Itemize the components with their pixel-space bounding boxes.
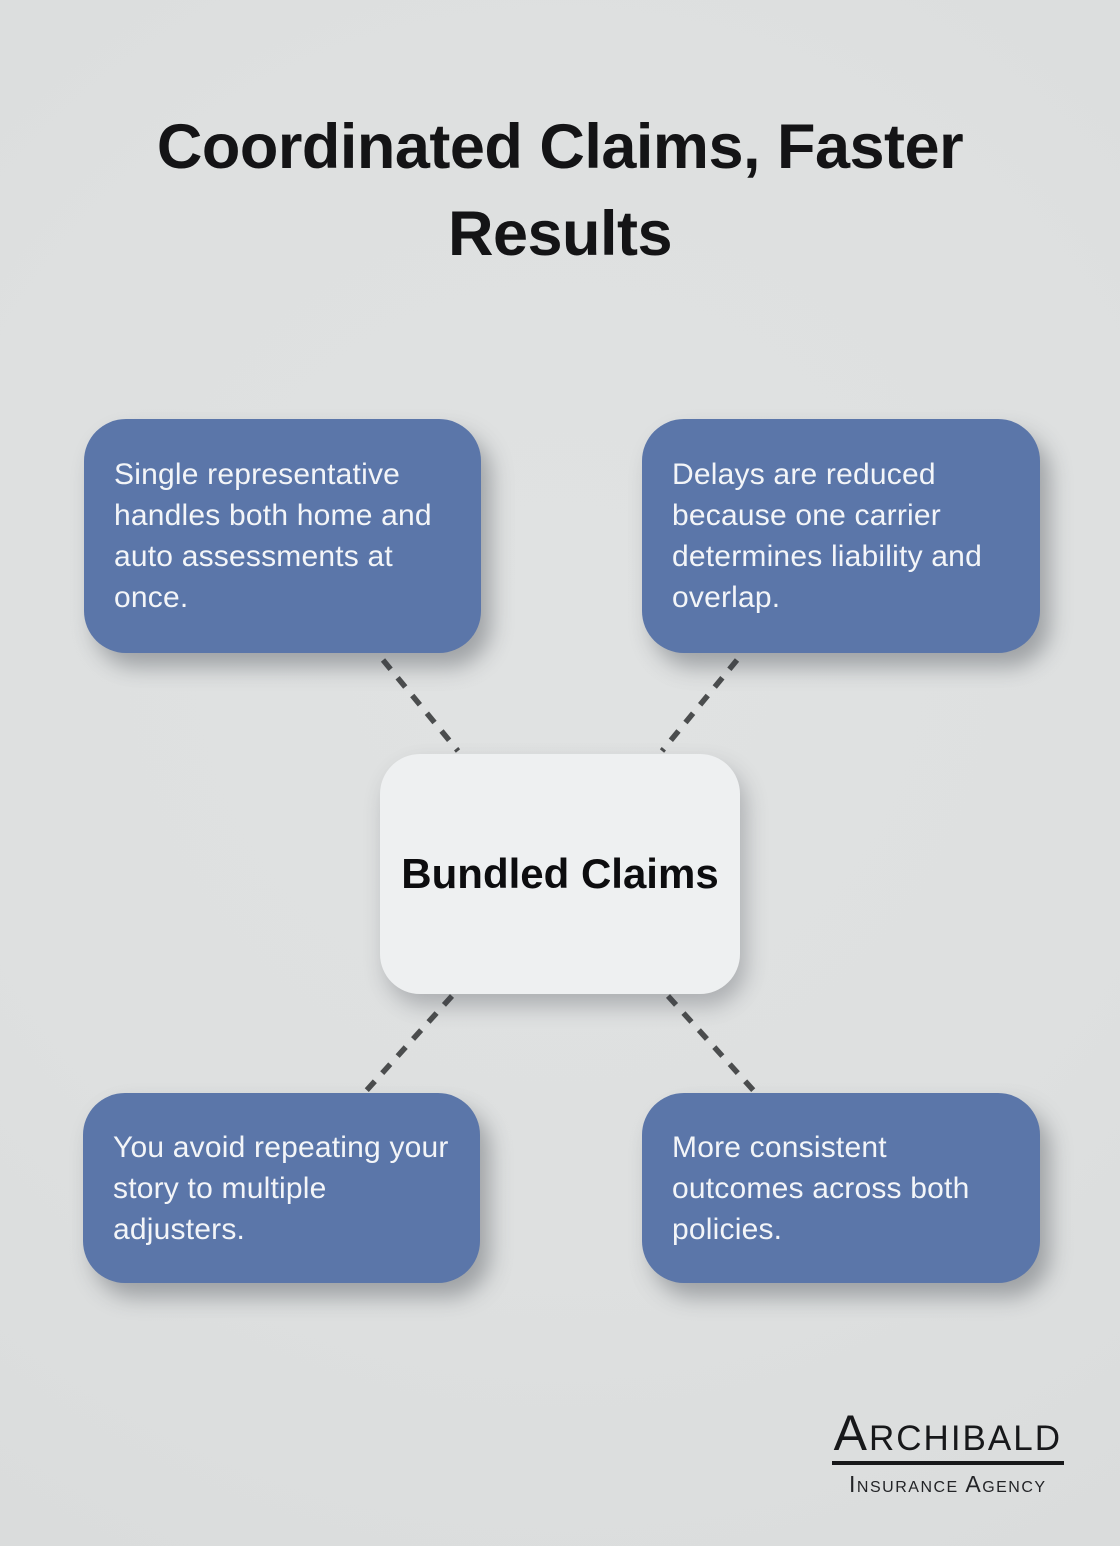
connector-line-top-right <box>659 658 740 753</box>
card-bottom-left-text: You avoid repeating your story to multip… <box>113 1130 449 1246</box>
card-top-left: Single representative handles both home … <box>84 419 481 653</box>
card-top-left-text: Single representative handles both home … <box>114 458 432 614</box>
card-bottom-left: You avoid repeating your story to multip… <box>83 1093 480 1283</box>
card-bottom-right: More consistent outcomes across both pol… <box>642 1093 1040 1283</box>
card-bottom-right-text: More consistent outcomes across both pol… <box>672 1130 970 1246</box>
center-node: Bundled Claims <box>380 754 740 994</box>
card-top-right-text: Delays are reduced because one carrier d… <box>672 458 982 614</box>
page-title: Coordinated Claims, Faster Results <box>156 112 964 269</box>
connector-line-top-left <box>380 658 461 753</box>
center-node-label: Bundled Claims <box>401 850 719 897</box>
card-top-right: Delays are reduced because one carrier d… <box>642 419 1040 653</box>
brand-logo: Archibald Insurance Agency <box>831 1408 1064 1498</box>
connector-line-bottom-left <box>363 994 455 1093</box>
brand-logo-name: Archibald <box>831 1408 1064 1465</box>
brand-logo-tagline: Insurance Agency <box>849 1471 1047 1497</box>
connector-line-bottom-right <box>665 994 757 1093</box>
